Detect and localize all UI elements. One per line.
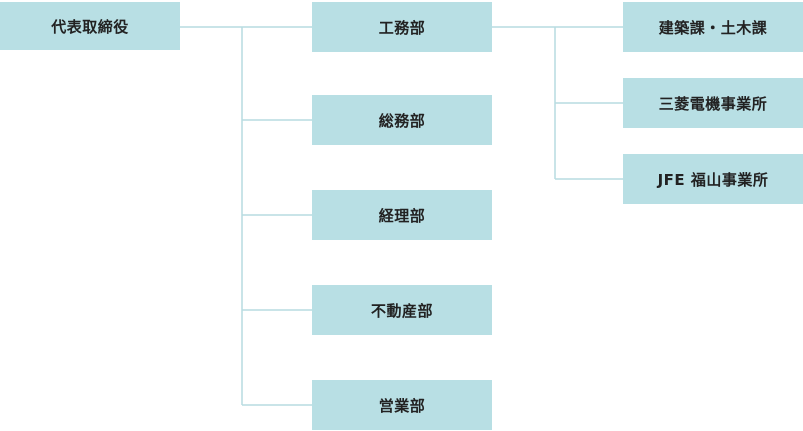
- department-label: 総務部: [378, 111, 426, 130]
- section-label: 三菱電機事業所: [658, 94, 768, 113]
- department-box-koumu: 工務部: [312, 2, 492, 52]
- department-box-soumu: 総務部: [312, 95, 492, 145]
- department-box-fudousan: 不動産部: [312, 285, 492, 335]
- section-label: JFE 福山事業所: [657, 170, 769, 189]
- department-label: 営業部: [378, 396, 426, 415]
- section-box-mitsubishi: 三菱電機事業所: [623, 78, 803, 128]
- department-box-eigyou: 営業部: [312, 380, 492, 430]
- ceo-label: 代表取締役: [51, 17, 129, 36]
- department-label: 経理部: [378, 206, 426, 225]
- section-box-kenchiku-doboku: 建築課・土木課: [623, 2, 803, 52]
- department-label: 工務部: [378, 18, 426, 37]
- section-box-jfe-fukuyama: JFE 福山事業所: [623, 154, 803, 204]
- section-label: 建築課・土木課: [658, 18, 768, 37]
- department-label: 不動産部: [370, 301, 433, 320]
- department-box-keiri: 経理部: [312, 190, 492, 240]
- ceo-box: 代表取締役: [0, 2, 180, 50]
